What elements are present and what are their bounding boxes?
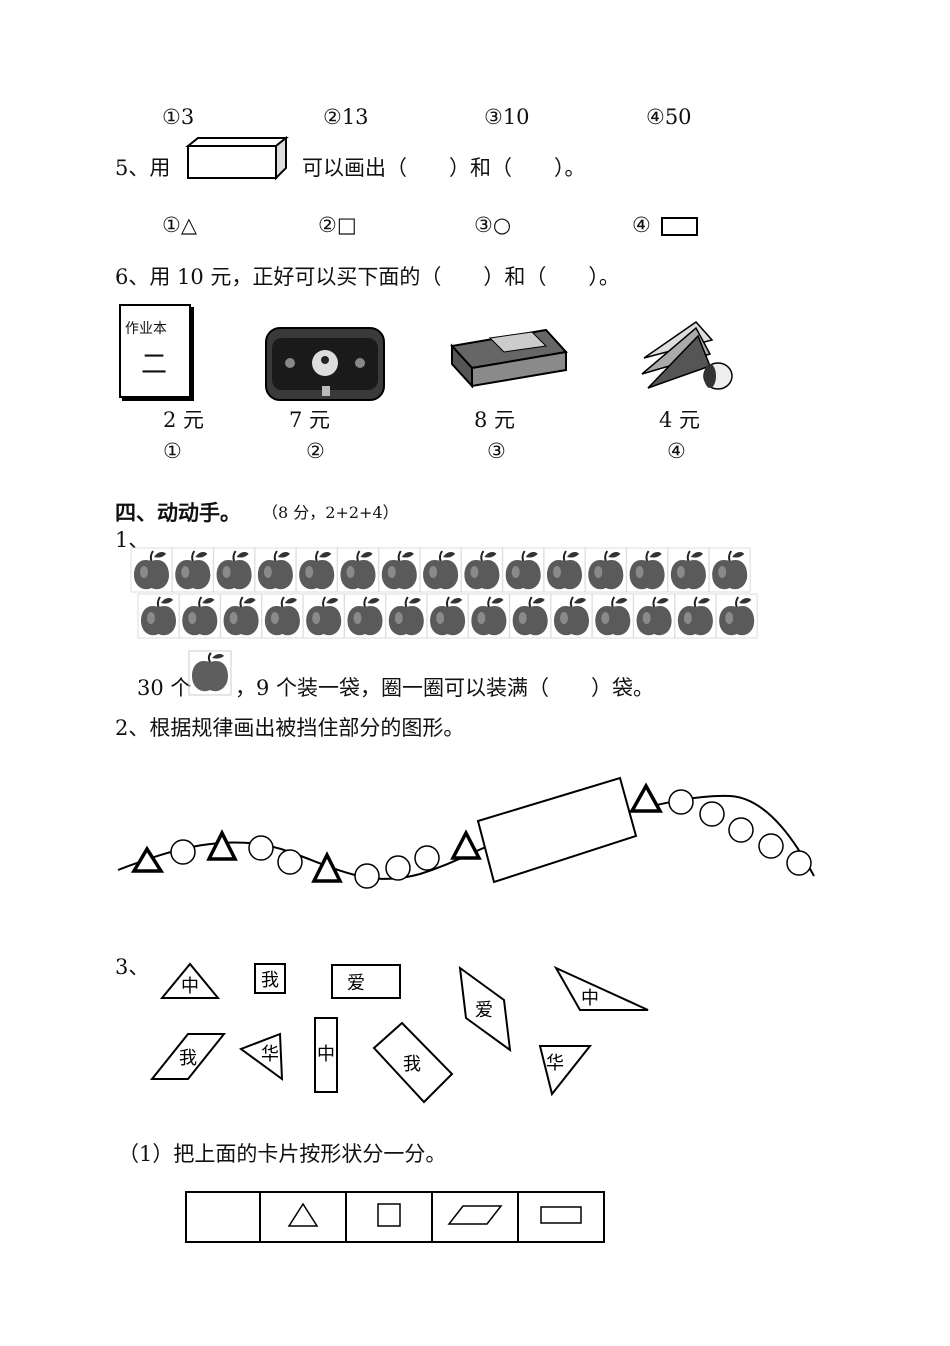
section-title: 四、动动手。 <box>115 500 241 525</box>
p1-sentence-suffix: ，9 个装一袋，圈一圈可以装满（ ）袋。 <box>235 676 655 700</box>
apple-icon <box>584 547 627 593</box>
triangle-shape-icon <box>287 1202 319 1227</box>
card-text: 中 <box>581 988 599 1009</box>
apple-icon <box>220 593 263 639</box>
card-text: 我 <box>261 970 279 991</box>
q5-prefix: 5、用 <box>115 156 171 180</box>
p3-sub1: （1）把上面的卡片按形状分一分。 <box>118 1142 447 1166</box>
apple-icon <box>633 593 676 639</box>
item-number-3: ③ <box>487 439 506 463</box>
p1-label: 1、 <box>115 528 150 552</box>
apple-icon <box>708 547 751 593</box>
q4-option-3: ③10 <box>484 105 530 129</box>
p3-label: 3、 <box>115 955 150 979</box>
apple-icon <box>171 547 214 593</box>
apple-icon <box>715 593 758 639</box>
price-1: 2 元 <box>163 408 205 432</box>
apple-icon <box>626 547 669 593</box>
card-text: 华 <box>546 1053 564 1074</box>
card-text: 中 <box>181 976 199 997</box>
apple-icon <box>550 593 593 639</box>
rectangle-shape-icon <box>540 1206 582 1224</box>
apple-icon <box>137 593 180 639</box>
shuttlecock-picture <box>641 321 733 390</box>
q5-option-3: ③○ <box>474 213 512 237</box>
sort-cell-triangle[interactable] <box>259 1191 347 1243</box>
q6-question: 6、用 10 元，正好可以买下面的（ ）和（ ）。 <box>115 265 620 289</box>
square-shape-icon <box>377 1203 401 1227</box>
section-score: （8 分，2+2+4） <box>262 503 399 522</box>
apple-icon <box>178 593 221 639</box>
card-text: 我 <box>179 1048 197 1069</box>
q4-option-4: ④50 <box>646 105 692 129</box>
pattern-figure <box>117 776 815 889</box>
item-number-4: ④ <box>667 439 686 463</box>
cuboid-figure <box>185 135 289 181</box>
apple-icon <box>509 593 552 639</box>
card-text: 华 <box>261 1044 279 1065</box>
apple-icon <box>460 547 503 593</box>
apple-grid <box>130 547 758 639</box>
card-text: 爱 <box>347 973 365 994</box>
p1-sentence-prefix: 30 个 <box>137 676 192 700</box>
apple-icon <box>295 547 338 593</box>
apple-icon <box>385 593 428 639</box>
shape-cards: 中 我 爱 爱 中 我 华 中 我 华 <box>149 962 649 1104</box>
sort-cell-rectangle[interactable] <box>517 1191 605 1243</box>
card-text: 我 <box>403 1054 421 1075</box>
apple-icon <box>188 650 232 696</box>
item-number-1: ① <box>163 439 182 463</box>
apple-icon <box>378 547 421 593</box>
q4-option-2: ②13 <box>323 105 369 129</box>
apple-icon <box>337 547 379 593</box>
card-text: 爱 <box>475 1000 493 1021</box>
apple-icon <box>502 547 545 593</box>
stationery-box-picture <box>450 328 568 389</box>
q4-option-1: ①3 <box>162 105 195 129</box>
notebook-number: 二 <box>141 350 168 380</box>
apple-icon <box>261 593 304 639</box>
apple-icon <box>254 547 297 593</box>
apple-icon <box>591 593 634 639</box>
notebook-label: 作业本 <box>125 321 167 337</box>
apple-icon <box>674 593 717 639</box>
apple-icon <box>467 593 510 639</box>
rectangle-shape-icon <box>661 217 698 236</box>
apple-icon <box>543 547 586 593</box>
item-number-2: ② <box>306 439 325 463</box>
p2-question: 2、根据规律画出被挡住部分的图形。 <box>115 716 465 740</box>
apple-icon <box>130 547 173 593</box>
q5-option-2: ②□ <box>318 213 357 237</box>
sort-cell-empty[interactable] <box>185 1191 261 1243</box>
apple-icon <box>344 593 386 639</box>
price-2: 7 元 <box>289 408 331 432</box>
notebook-picture: 作业本 二 <box>119 304 191 398</box>
pencil-case-picture <box>265 327 385 401</box>
apple-icon <box>667 547 710 593</box>
apple-icon <box>426 593 469 639</box>
card-text: 中 <box>317 1044 335 1065</box>
q5-option-4: ④ <box>632 213 651 237</box>
price-3: 8 元 <box>474 408 516 432</box>
apple-icon <box>419 547 462 593</box>
apple-icon <box>302 593 345 639</box>
sort-cell-parallelogram[interactable] <box>431 1191 519 1243</box>
sort-cell-square[interactable] <box>345 1191 433 1243</box>
q5-option-1: ①△ <box>162 213 197 237</box>
apple-icon <box>213 547 256 593</box>
sorting-table <box>185 1191 605 1243</box>
parallelogram-shape-icon <box>447 1205 503 1225</box>
price-4: 4 元 <box>659 408 701 432</box>
q5-suffix: 可以画出（ ）和（ ）。 <box>302 156 586 180</box>
